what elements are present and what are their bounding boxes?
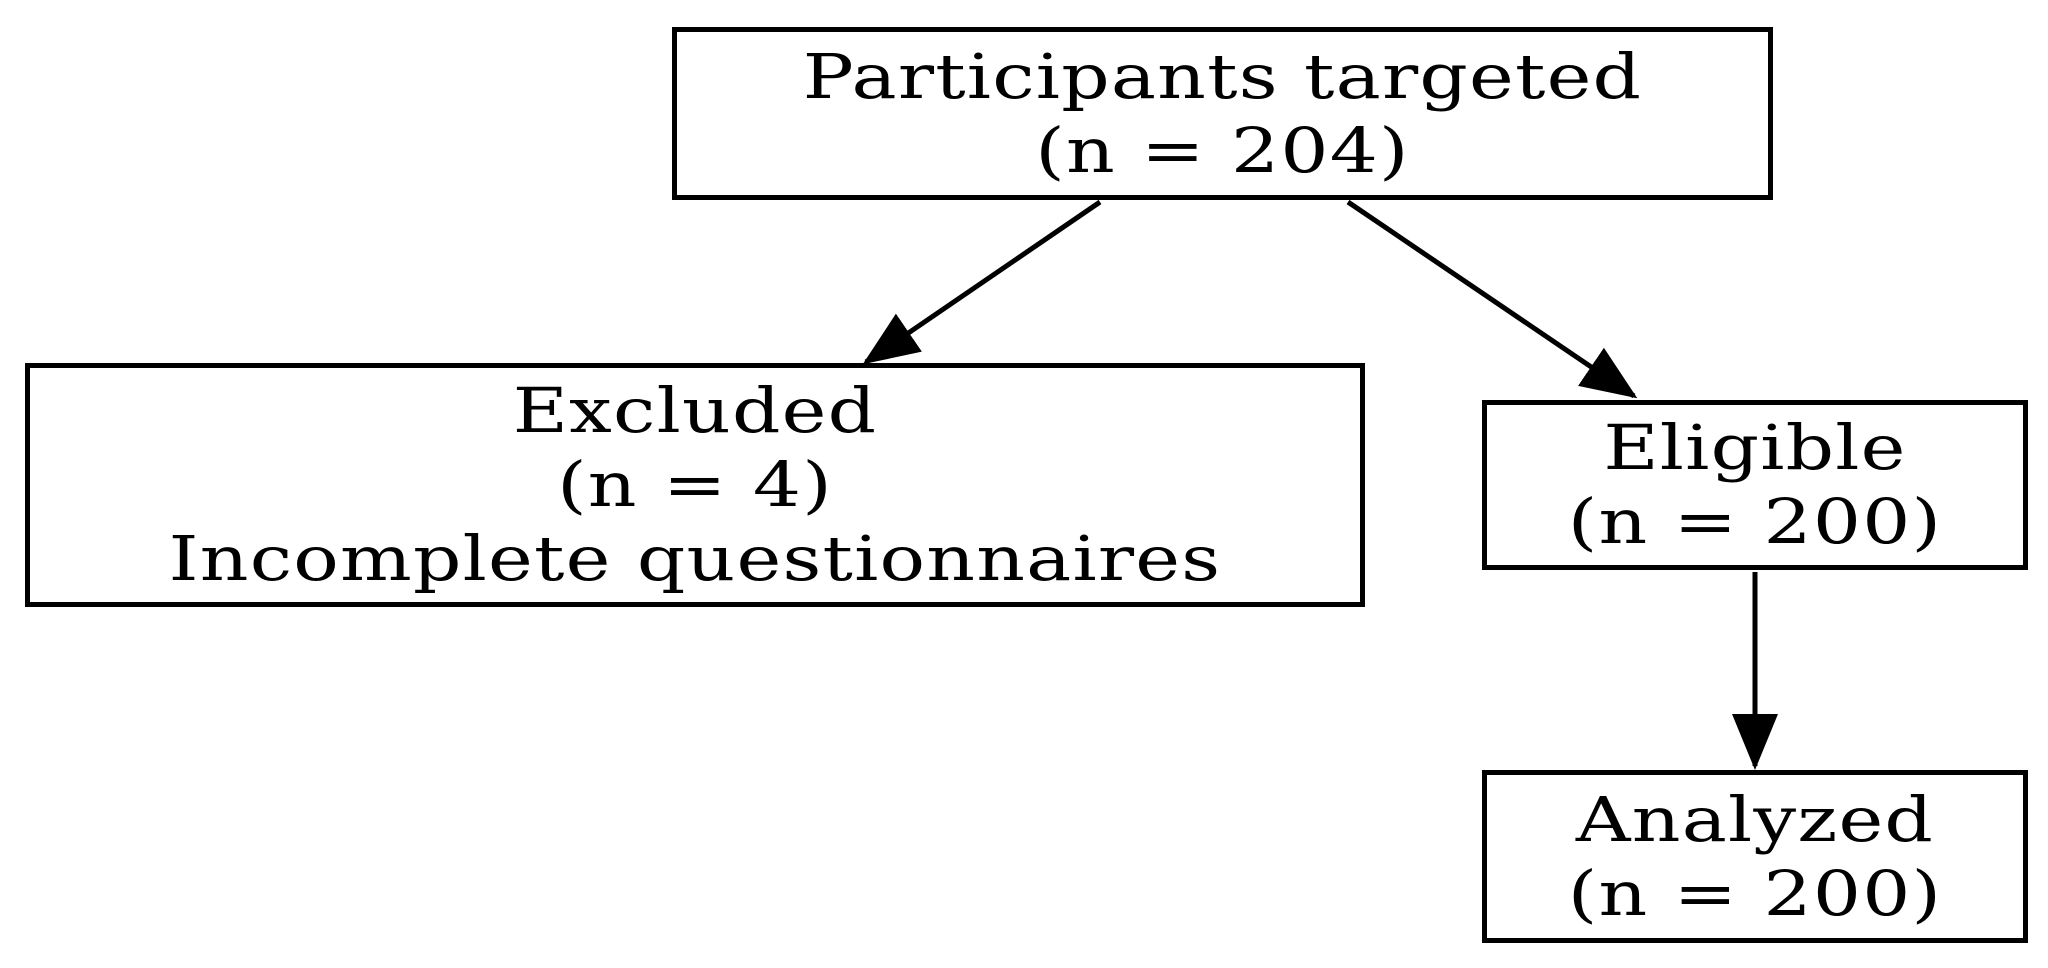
flow-box-excluded-text: Excluded (n = 4) Incomplete questionnair… bbox=[0, 374, 1506, 596]
box-count: (n = 4) bbox=[557, 448, 833, 521]
box-count: (n = 200) bbox=[1567, 856, 1943, 930]
box-label: Eligible bbox=[1603, 411, 1907, 484]
flow-box-analyzed-text: Analyzed (n = 200) bbox=[1428, 783, 2048, 931]
box-label: Participants targeted bbox=[802, 39, 1643, 113]
flow-box-analyzed: Analyzed (n = 200) bbox=[1482, 770, 2028, 943]
box-count: (n = 204) bbox=[1035, 113, 1410, 187]
box-reason: Incomplete questionnaires bbox=[168, 522, 1222, 595]
flow-box-excluded: Excluded (n = 4) Incomplete questionnair… bbox=[25, 363, 1365, 607]
arrow-targeted-to-eligible bbox=[1346, 199, 1638, 399]
box-label: Excluded bbox=[512, 374, 878, 447]
box-label: Analyzed bbox=[1575, 782, 1935, 856]
flow-box-eligible: Eligible (n = 200) bbox=[1482, 400, 2028, 570]
arrow-targeted-to-excluded bbox=[862, 199, 1102, 365]
flow-box-participants-targeted-text: Participants targeted (n = 204) bbox=[557, 40, 1888, 188]
flow-box-participants-targeted: Participants targeted (n = 204) bbox=[672, 27, 1773, 200]
box-count: (n = 200) bbox=[1567, 485, 1943, 558]
flow-box-eligible-text: Eligible (n = 200) bbox=[1428, 411, 2048, 559]
